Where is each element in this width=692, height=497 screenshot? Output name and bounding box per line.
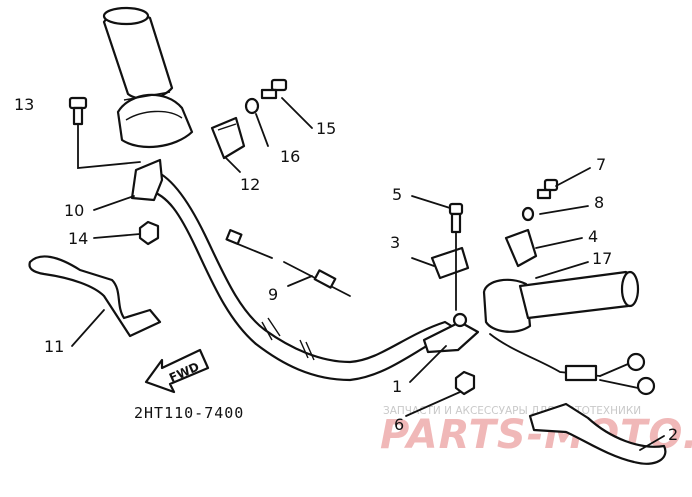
bolt-7	[536, 178, 559, 200]
cable-9	[225, 229, 351, 297]
washer-16	[244, 97, 260, 115]
callout-7: 7	[596, 155, 606, 174]
nut-14	[138, 220, 160, 246]
callout-6: 6	[394, 415, 404, 434]
nut-6	[454, 370, 476, 396]
bracket-4	[504, 228, 538, 268]
left-grip	[102, 6, 174, 100]
callout-15: 15	[316, 119, 336, 138]
bolt-15	[260, 78, 288, 100]
part-code-label: 2HT110-7400	[134, 404, 244, 422]
lever-bracket-1	[422, 312, 480, 354]
callout-8: 8	[594, 193, 604, 212]
fwd-arrow: FWD	[144, 348, 210, 394]
callout-16: 16	[280, 147, 300, 166]
callout-2: 2	[668, 425, 678, 444]
clip-12	[210, 116, 246, 160]
callout-14: 14	[68, 229, 88, 248]
leader-lines	[71, 97, 665, 451]
callout-17: 17	[592, 249, 612, 268]
callout-12: 12	[240, 175, 260, 194]
callout-11: 11	[44, 337, 64, 356]
callout-5: 5	[392, 185, 402, 204]
callout-10: 10	[64, 201, 84, 220]
bolt-13	[68, 96, 88, 126]
left-switch-housing	[116, 91, 194, 148]
callout-3: 3	[390, 233, 400, 252]
callout-1: 1	[392, 377, 402, 396]
lever-holder-3	[430, 202, 470, 311]
right-lever-2	[528, 402, 667, 465]
throttle-grip-17	[482, 270, 656, 396]
callout-9: 9	[268, 285, 278, 304]
left-lever-11	[28, 255, 162, 338]
lever-bracket-10	[130, 158, 164, 202]
callout-13: 13	[14, 95, 34, 114]
handlebar	[146, 168, 460, 382]
washer-8	[521, 206, 535, 222]
callout-4: 4	[588, 227, 598, 246]
